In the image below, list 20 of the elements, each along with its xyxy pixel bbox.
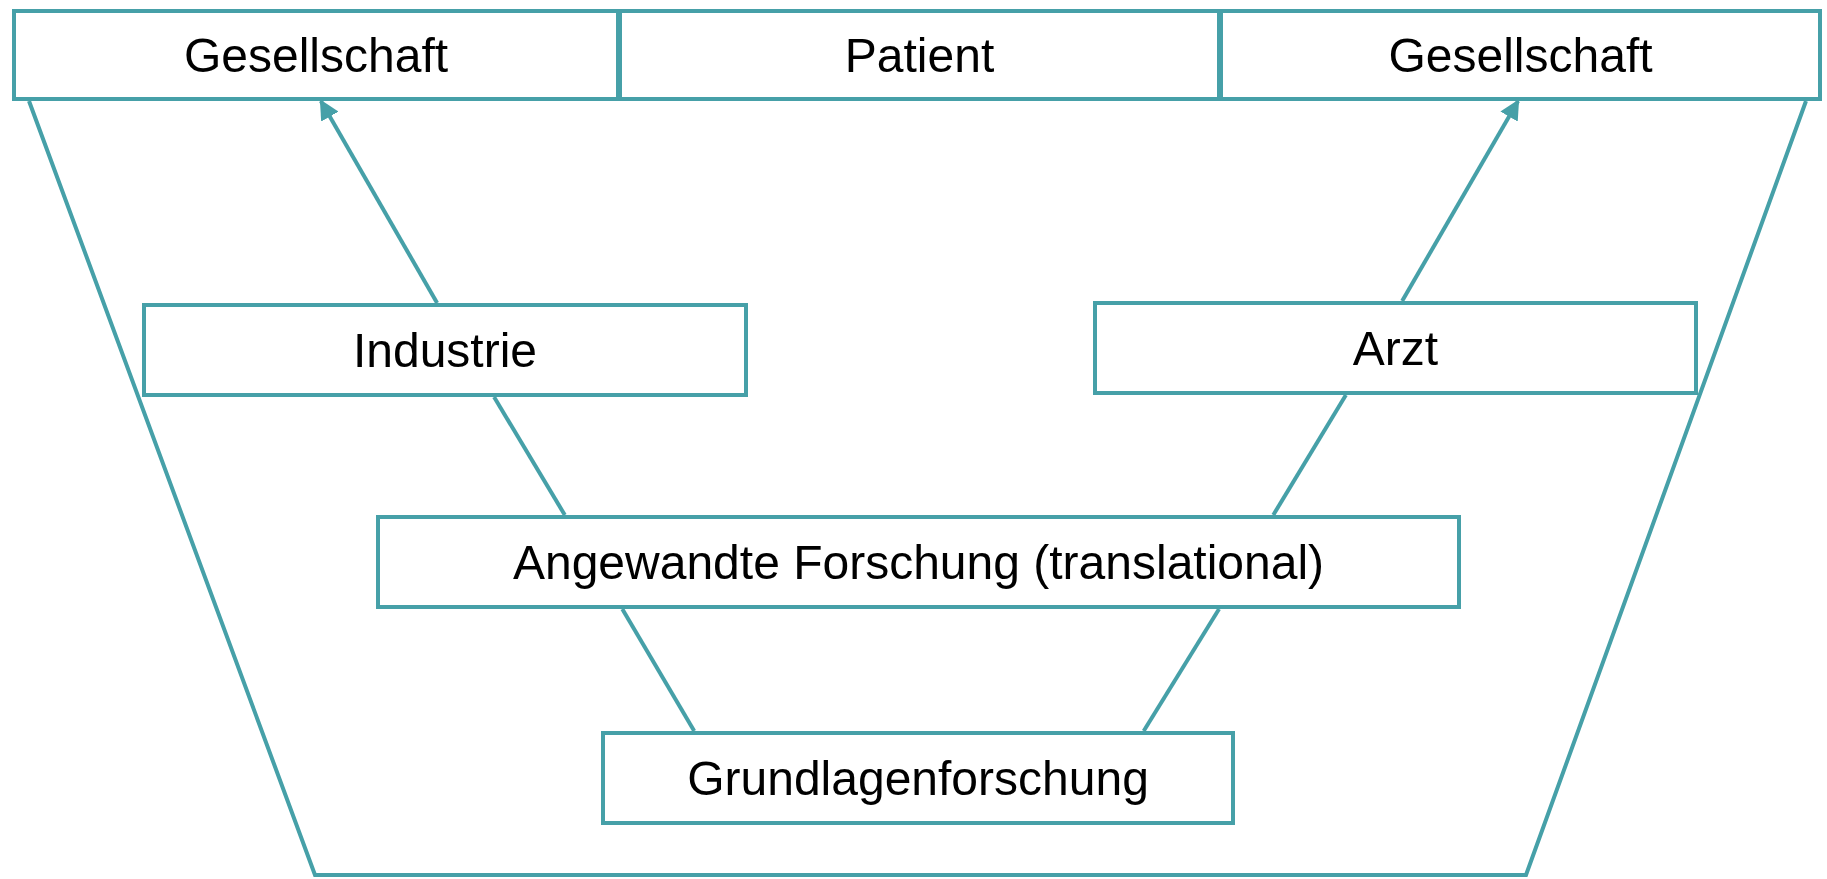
arrow xyxy=(319,99,439,304)
box-label: Arzt xyxy=(1352,320,1439,376)
connector-line xyxy=(1142,607,1221,733)
box-label: Gesellschaft xyxy=(1388,27,1653,83)
label-box xyxy=(618,9,1221,101)
label-box xyxy=(601,731,1235,825)
box-label: Gesellschaft xyxy=(183,27,449,83)
box-label: Patient xyxy=(844,27,995,83)
connector-line xyxy=(1271,393,1348,517)
label-box xyxy=(12,9,620,101)
box-label: Industrie xyxy=(352,322,538,378)
label-box xyxy=(1093,301,1698,395)
box-label: Angewandte Forschung (translational) xyxy=(512,534,1325,590)
connector-line xyxy=(492,395,567,517)
label-box xyxy=(142,303,748,397)
label-box xyxy=(376,515,1461,609)
label-box xyxy=(1219,9,1822,101)
arrow xyxy=(1400,99,1520,302)
box-label: Grundlagenforschung xyxy=(687,750,1149,806)
connector-line xyxy=(620,608,696,732)
